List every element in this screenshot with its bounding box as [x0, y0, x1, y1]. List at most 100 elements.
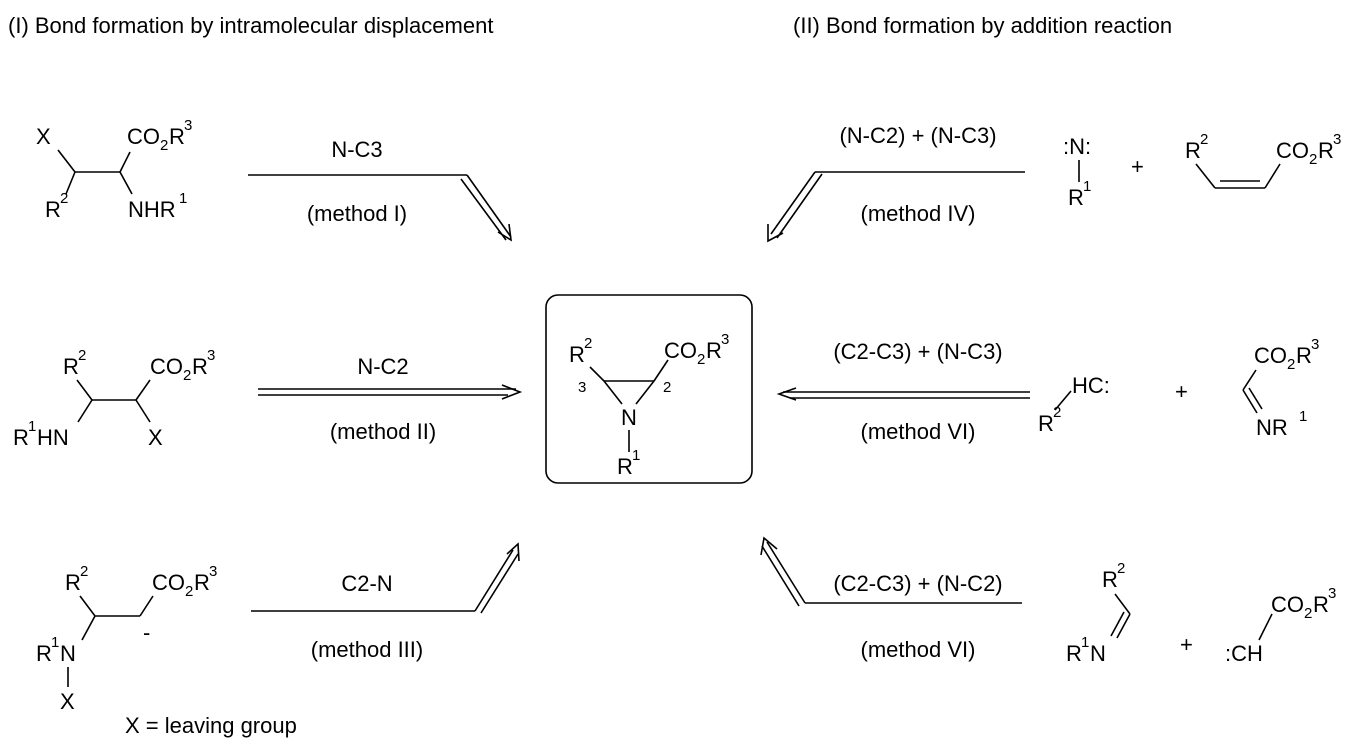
- product-locant-2: 2: [663, 379, 671, 396]
- product-bond-C2-N: [635, 380, 655, 405]
- alkene-bond-R2-C: [1195, 163, 1216, 189]
- leaving-group-footnote: X = leaving group: [125, 713, 297, 738]
- method-VI-a-arrow-head: [776, 387, 797, 401]
- method-III-arrow-shaft: [474, 549, 514, 612]
- sub2-bond-C-N: [77, 399, 93, 423]
- alkene-CO-group: CO: [1276, 138, 1309, 163]
- carbene-R2-superscript: 2: [1053, 404, 1061, 421]
- sub1-bond-C-R2: [65, 171, 76, 195]
- method-IV-arrow-shaft-2: [776, 173, 823, 239]
- carbene-bond-C-R2: [1054, 390, 1072, 411]
- method-II-arrow-head: [501, 384, 523, 400]
- sub3-CO-group: CO: [152, 570, 185, 595]
- method-VI-b-arrow-shaft: [766, 541, 806, 604]
- sub2-R3-superscript: 3: [207, 347, 215, 364]
- sub2-HN-group: HN: [37, 425, 69, 450]
- substrate-method-I: X R 2 CO 2 R 3 NHR 1: [36, 117, 192, 222]
- imine2-double-bond-a: [1116, 613, 1131, 639]
- sub3-R1-atom: R: [36, 641, 52, 666]
- sub2-R1-superscript: 1: [28, 418, 36, 435]
- method-VI-b-arrow-shaft-2: [761, 545, 800, 607]
- sub2-bond-C-X: [135, 399, 151, 423]
- alkene-CO-subscript: 2: [1309, 151, 1317, 168]
- imine1-double-bond-b: [1248, 387, 1263, 410]
- method-VI-a-bond-label: (C2-C3) + (N-C3): [833, 339, 1002, 364]
- product-bond-C2-ester: [653, 359, 669, 382]
- imine2-N-atom: N: [1090, 641, 1106, 666]
- imine2-R2-atom: R: [1102, 567, 1118, 592]
- sub1-X-atom: X: [36, 124, 51, 149]
- sub3-R1-superscript: 1: [51, 634, 59, 651]
- nitrene-R1-atom: R: [1068, 185, 1084, 210]
- product-locant-3: 3: [578, 379, 586, 396]
- sub2-R2-superscript: 2: [78, 347, 86, 364]
- imine1-CO-subscript: 2: [1287, 356, 1295, 373]
- carbene-R2-atom: R: [1038, 411, 1054, 436]
- product-R1-atom: R: [617, 454, 633, 479]
- sub2-CO-subscript: 2: [183, 367, 191, 384]
- method-I-name: (method I): [307, 201, 407, 226]
- method-II-bond-label: N-C2: [357, 354, 408, 379]
- reagents-method-VI-b: R 2 R 1 N + :CH CO 2 R 3: [1066, 560, 1336, 666]
- sub2-R3-atom: R: [192, 354, 208, 379]
- substrate-method-II: R 2 CO 2 R 3 R 1 HN X: [13, 347, 215, 450]
- arrow-method-IV: (N-C2) + (N-C3) (method IV): [767, 123, 1025, 243]
- imine1-NR-superscript: 1: [1299, 408, 1307, 425]
- header-addition: (II) Bond formation by addition reaction: [793, 13, 1172, 38]
- sub2-CO-group: CO: [150, 354, 183, 379]
- sub3-R3-atom: R: [194, 570, 210, 595]
- alkene-R3-superscript: 3: [1333, 131, 1341, 148]
- product-R3-superscript: 3: [721, 331, 729, 348]
- product-bond-C3-N: [603, 380, 623, 405]
- sub1-bond-C-N: [119, 171, 133, 195]
- imine1-R3-superscript: 3: [1311, 336, 1319, 353]
- method-IV-arrow-shaft: [770, 171, 816, 235]
- nitrene-group: :N:: [1063, 134, 1091, 159]
- sub2-R1-atom: R: [13, 425, 29, 450]
- method-I-arrow-head: [497, 223, 513, 242]
- sub1-R3-superscript: 3: [184, 117, 192, 134]
- alkene-R2-superscript: 2: [1200, 131, 1208, 148]
- sub1-NHR-superscript: 1: [179, 190, 187, 207]
- arrow-method-I: N-C3 (method I): [248, 137, 513, 242]
- carbene-HC-group: HC:: [1072, 373, 1110, 398]
- sub3-CO-subscript: 2: [185, 583, 193, 600]
- sub3-carbanion-charge: -: [143, 620, 150, 645]
- arrow-method-VI-a: (C2-C3) + (N-C3) (method VI): [776, 339, 1030, 444]
- carbene2-CO-group: CO: [1271, 592, 1304, 617]
- imine1-CO-group: CO: [1254, 343, 1287, 368]
- product-R1-superscript: 1: [632, 447, 640, 464]
- method-VI-b-name: (method VI): [861, 637, 976, 662]
- method-III-name: (method III): [311, 637, 423, 662]
- alkene-R3-atom: R: [1318, 138, 1334, 163]
- sub2-R2-atom: R: [63, 354, 79, 379]
- product-box: [545, 294, 753, 484]
- method-IV-name: (method IV): [861, 201, 976, 226]
- plus-sign-1: +: [1131, 154, 1144, 179]
- sub3-N-atom: N: [60, 641, 76, 666]
- method-IV-bond-label: (N-C2) + (N-C3): [839, 123, 996, 148]
- product-N-atom: N: [621, 405, 637, 430]
- sub3-R2-superscript: 2: [80, 563, 88, 580]
- sub2-X-atom: X: [148, 425, 163, 450]
- sub2-bond-C-ester: [135, 379, 151, 401]
- sub1-NHR-group: NHR: [128, 197, 176, 222]
- plus-sign-3: +: [1180, 632, 1193, 657]
- sub3-X-atom: X: [60, 689, 75, 714]
- product-R-atom: R: [569, 342, 585, 367]
- carbene2-R3-superscript: 3: [1328, 585, 1336, 602]
- method-VI-b-bond-label: (C2-C3) + (N-C2): [833, 571, 1002, 596]
- arrow-method-VI-b: (C2-C3) + (N-C2) (method VI): [760, 536, 1022, 662]
- method-I-bond-label: N-C3: [331, 137, 382, 162]
- reagents-method-VI-a: HC: R 2 + CO 2 R 3 NR 1: [1038, 336, 1319, 440]
- method-III-arrow-head: [506, 542, 520, 562]
- product-R3-atom: R: [706, 338, 722, 363]
- reagents-method-IV: :N: R 1 + R 2 CO 2 R 3: [1063, 131, 1341, 210]
- substrate-method-III: R 2 - CO 2 R 3 R 1 N X: [36, 563, 217, 714]
- imine1-NR-group: NR: [1256, 415, 1288, 440]
- imine2-R1-atom: R: [1066, 641, 1082, 666]
- sub1-CO-subscript: 2: [160, 137, 168, 154]
- method-III-bond-label: C2-N: [341, 571, 392, 596]
- sub1-bond-X-C: [57, 149, 76, 173]
- sub1-bond-C-ester: [119, 151, 131, 173]
